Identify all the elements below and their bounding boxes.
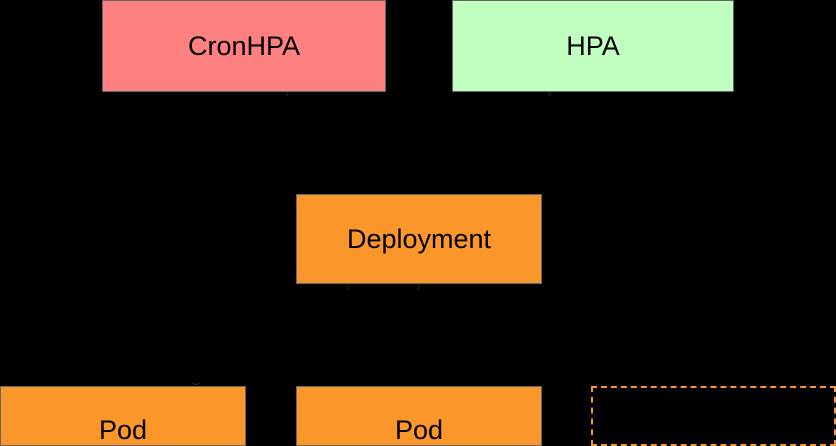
- pod-2-label: Pod: [394, 415, 444, 445]
- pod-node-2: Pod: [296, 386, 542, 446]
- deployment-node: Deployment: [296, 194, 542, 284]
- pod-node-1: Pod: [0, 386, 246, 446]
- pod-placeholder-node: [591, 386, 836, 446]
- hpa-label: HPA: [566, 30, 620, 61]
- arrowhead-pod1-top: [191, 382, 201, 386]
- hpa-node: HPA: [452, 0, 734, 92]
- pod-1-label: Pod: [98, 415, 148, 445]
- cronhpa-node: CronHPA: [102, 0, 386, 92]
- cronhpa-label: CronHPA: [187, 30, 301, 61]
- deployment-label: Deployment: [346, 223, 492, 254]
